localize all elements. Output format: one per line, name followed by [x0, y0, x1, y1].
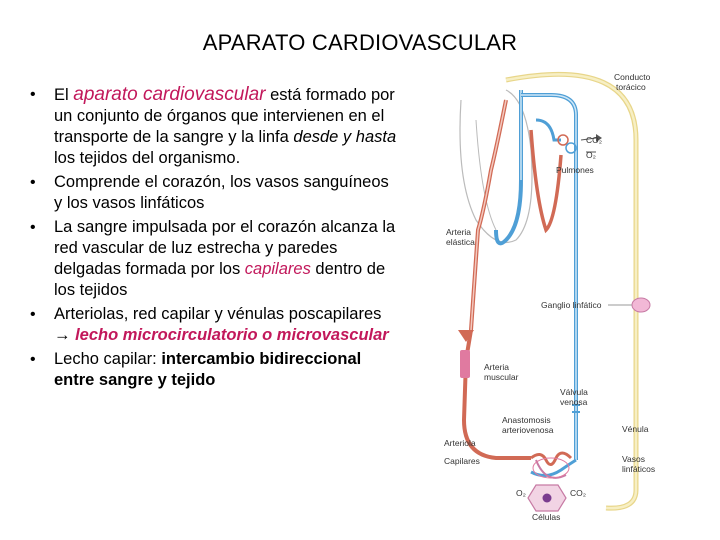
bullet-item-capillaries: • La sangre impulsada por el corazón alc… — [26, 217, 398, 301]
label-co2-cell: CO₂ — [570, 488, 586, 498]
bullet-dot: • — [30, 306, 36, 323]
label-arteria-muscular: Arteria — [484, 362, 509, 372]
label-arteriola: Arteriola — [444, 438, 476, 448]
bullet-dot: • — [30, 219, 36, 236]
label-pulmones: Pulmones — [556, 165, 594, 175]
label-toracico: torácico — [616, 82, 646, 92]
label-elastica: elástica — [446, 237, 475, 247]
bullet-text: Lecho capilar: — [54, 350, 162, 368]
bullet-text: El — [54, 86, 74, 104]
emphasis-term: aparato cardiovascular — [73, 84, 266, 105]
bullet-item-exchange: • Lecho capilar: intercambio bidireccion… — [26, 349, 398, 391]
emphasis-term: lecho microcirculatorio o microvascular — [75, 326, 389, 344]
label-venosa: venosa — [560, 397, 588, 407]
capillary-bed — [530, 451, 573, 466]
label-valvula: Válvula — [560, 387, 588, 397]
emphasis-term: capilares — [244, 260, 311, 278]
label-conducto: Conducto — [614, 72, 651, 82]
bullet-dot: • — [30, 174, 36, 191]
descending-artery — [461, 329, 531, 460]
bullet-dot: • — [30, 86, 36, 103]
bullet-list: • El aparato cardiovascular está formado… — [26, 84, 398, 394]
label-muscular: muscular — [484, 372, 519, 382]
label-arteria: Arteria — [446, 227, 471, 237]
bullet-item-definition: • El aparato cardiovascular está formado… — [26, 84, 398, 169]
bullet-text: La sangre impulsada por el corazón alcan… — [54, 218, 396, 278]
label-co2: CO₂ — [586, 135, 602, 145]
label-venula: Vénula — [622, 424, 649, 434]
arrow-head — [458, 330, 474, 342]
bullet-text: los tejidos del organismo. — [54, 149, 241, 167]
label-vasos: Vasos — [622, 454, 645, 464]
bullet-text: dentro de los tejidos — [54, 260, 386, 299]
label-o2-cell: O₂ — [516, 488, 526, 498]
pulmonary-artery — [529, 129, 563, 234]
label-ganglio: Ganglio linfático — [541, 300, 602, 310]
vein-main — [494, 90, 523, 246]
bullet-item-components: • Comprende el corazón, los vasos sanguí… — [26, 172, 398, 214]
slide-title: APARATO CARDIOVASCULAR — [202, 30, 518, 55]
lung-capillary — [557, 134, 569, 146]
pulmonary-vein — [535, 118, 561, 142]
bullet-dot: • — [30, 351, 36, 368]
venous-valve — [572, 404, 580, 413]
bullet-text: Comprende el corazón, los vasos sanguíne… — [54, 173, 389, 212]
muscular-artery-segment — [460, 350, 470, 378]
bullet-text: está formado por un conjunto de órganos … — [54, 86, 395, 146]
label-arteriovenosa: arteriovenosa — [502, 425, 554, 435]
bullet-text: Arteriolas, red capilar y vénulas poscap… — [54, 305, 382, 323]
label-anastomosis: Anastomosis — [502, 415, 551, 425]
aorta — [469, 99, 508, 331]
cardiovascular-diagram: Conducto torácico CO₂ O₂ Pulmones Arteri… — [444, 71, 655, 520]
italic-text: desde y hasta — [293, 128, 397, 146]
label-o2: O₂ — [586, 150, 596, 160]
lymphatic-duct — [505, 71, 639, 511]
label-linfaticos: linfáticos — [622, 464, 655, 474]
arrow-icon: → — [54, 326, 71, 344]
bold-text: intercambio bidireccional entre sangre y… — [54, 350, 362, 389]
label-capilares: Capilares — [444, 456, 480, 466]
heart-outline — [459, 89, 533, 244]
label-celulas: Células — [532, 512, 560, 520]
lymph-node — [631, 297, 651, 313]
bullet-item-microcirculation: • Arteriolas, red capilar y vénulas posc… — [26, 304, 398, 346]
